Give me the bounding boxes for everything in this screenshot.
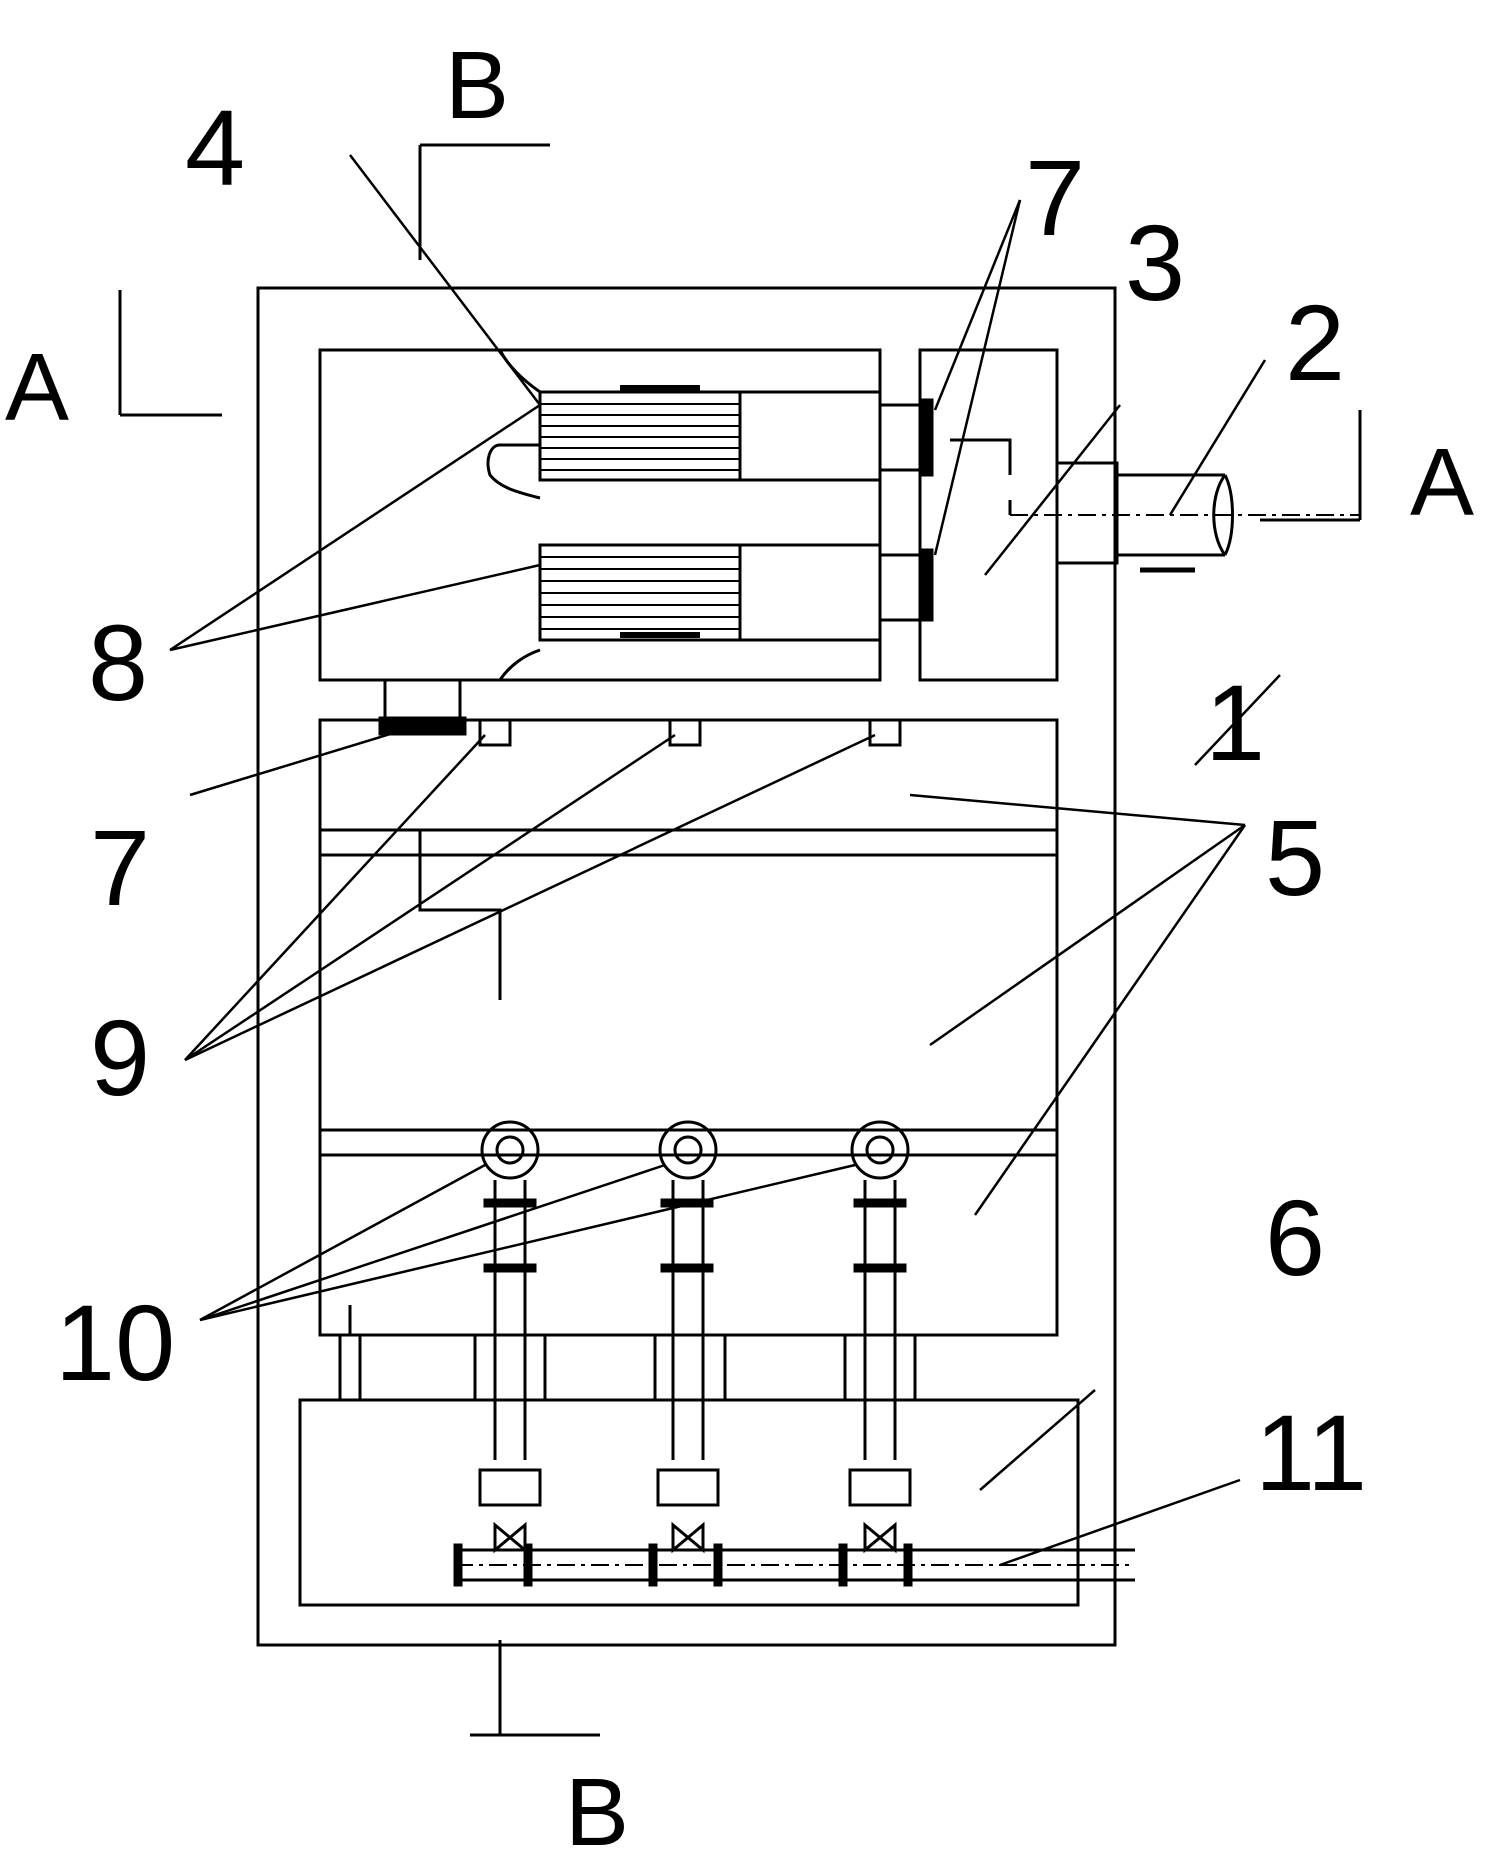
chamber-4 [318, 348, 920, 682]
callout-7-top: 7 [1025, 137, 1085, 258]
callout-5: 5 [1265, 797, 1325, 918]
tank-6 [298, 1398, 1135, 1607]
leader-lines [169, 154, 1281, 1567]
callout-9: 9 [90, 997, 150, 1118]
callout-8: 8 [88, 602, 148, 723]
section-marks [118, 143, 1362, 1737]
outlet-pipe [1010, 461, 1360, 573]
callout-6: 6 [1265, 1177, 1325, 1298]
callout-3: 3 [1125, 202, 1185, 323]
nozzle-assemblies [338, 1120, 917, 1554]
section-mark-right: A [1410, 429, 1474, 536]
chamber-5 [318, 678, 1059, 1337]
callout-2: 2 [1285, 282, 1345, 403]
callout-7-left: 7 [90, 807, 150, 928]
section-mark-bottom: B [565, 1759, 629, 1854]
callout-11: 11 [1255, 1392, 1367, 1513]
callout-1: 1 [1205, 662, 1265, 783]
callout-4: 4 [185, 87, 245, 208]
section-mark-top: B [445, 32, 509, 139]
callout-10: 10 [55, 1282, 175, 1403]
outer-casing [256, 286, 1117, 1647]
section-mark-left: A [5, 334, 69, 441]
